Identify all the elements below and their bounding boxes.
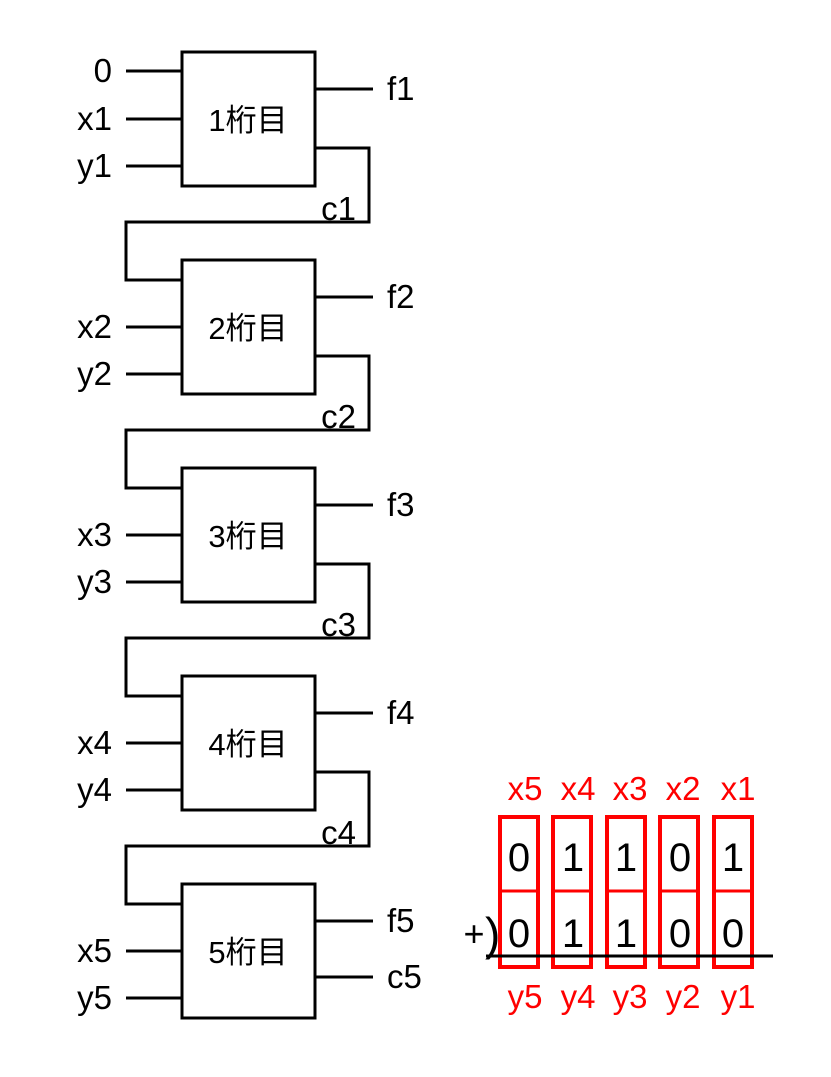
block-1-sum-label: f1 (387, 70, 415, 107)
adder-block-2: 2桁目 x2 y2 f2 c2 (77, 258, 415, 490)
plus-sign: + (463, 913, 484, 954)
addition-y-label-y4: y4 (561, 978, 596, 1015)
addition-x-label-x2: x2 (666, 770, 701, 807)
carry-wire-c2 (124, 354, 371, 490)
addition-y-label-y3: y3 (613, 978, 648, 1015)
addition-x-label-x3: x3 (613, 770, 648, 807)
block-1-box (180, 50, 317, 188)
block-5-sum-label: f5 (387, 902, 415, 939)
block-5-box (180, 882, 317, 1020)
block-3-x-label: x3 (77, 516, 112, 553)
block-5-y-label: y5 (77, 979, 112, 1016)
carry-wire-c1 (124, 146, 371, 282)
x-operand-digit-3: 1 (615, 836, 637, 880)
addition-table: x5 x4 x3 x2 x1 0 1 1 0 1 + ) 0 1 1 0 0 y… (463, 770, 773, 1015)
block-1-x-label: x1 (77, 100, 112, 137)
addition-x-label-x4: x4 (561, 770, 596, 807)
x-operand-digit-4: 1 (562, 836, 584, 880)
block-2-box (180, 258, 317, 396)
block-4-y-label: y4 (77, 771, 112, 808)
y-operand-digit-3: 1 (615, 912, 637, 956)
y-operand-digit-2: 0 (669, 912, 691, 956)
y-operand-digit-4: 1 (562, 912, 584, 956)
carry-label-c3: c3 (321, 606, 356, 643)
block-4-sum-label: f4 (387, 694, 415, 731)
block-4-x-label: x4 (77, 724, 112, 761)
x-operand-digit-1: 1 (722, 836, 744, 880)
adder-block-4: 4桁目 x4 y4 f4 c4 (77, 674, 415, 906)
carry-label-c1: c1 (321, 190, 356, 227)
carry-label-c2: c2 (321, 398, 356, 435)
block-2-y-label: y2 (77, 355, 112, 392)
carry-label-c4: c4 (321, 814, 356, 851)
adder-block-5: 5桁目 x5 y5 f5 c5 (77, 882, 422, 1020)
plus-paren: ) (485, 908, 500, 960)
adder-block-3: 3桁目 x3 y3 f3 c3 (77, 466, 415, 698)
block-2-label: 2桁目 (208, 311, 287, 346)
addition-y-label-y5: y5 (508, 978, 543, 1015)
carry-wire-c3 (124, 562, 371, 698)
carry-wire-c4 (124, 770, 371, 906)
x-operand-digit-2: 0 (669, 836, 691, 880)
block-4-box (180, 674, 317, 812)
block-2-x-label: x2 (77, 308, 112, 345)
block-2-sum-label: f2 (387, 278, 415, 315)
addition-x-label-x5: x5 (508, 770, 543, 807)
adder-block-1: 1桁目 0 x1 y1 f1 c1 (77, 50, 415, 282)
block-3-y-label: y3 (77, 563, 112, 600)
block-1-label: 1桁目 (208, 103, 287, 138)
x-operand-digit-5: 0 (508, 836, 530, 880)
y-operand-digit-5: 0 (508, 912, 530, 956)
block-1-carry-in-label: 0 (94, 52, 112, 89)
block-1-y-label: y1 (77, 147, 112, 184)
addition-x-label-x1: x1 (721, 770, 756, 807)
y-operand-digit-1: 0 (722, 912, 744, 956)
carry-label-c5: c5 (387, 958, 422, 995)
block-3-sum-label: f3 (387, 486, 415, 523)
block-5-x-label: x5 (77, 932, 112, 969)
addition-y-label-y2: y2 (666, 978, 701, 1015)
block-4-label: 4桁目 (208, 727, 287, 762)
block-3-box (180, 466, 317, 604)
block-5-label: 5桁目 (208, 935, 287, 970)
addition-y-label-y1: y1 (721, 978, 756, 1015)
block-3-label: 3桁目 (208, 519, 287, 554)
